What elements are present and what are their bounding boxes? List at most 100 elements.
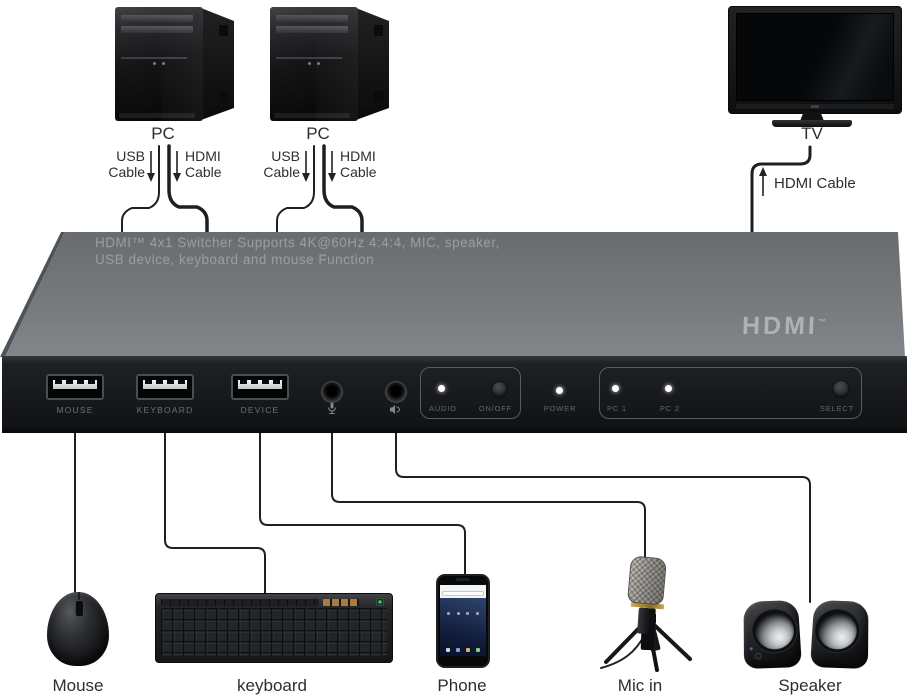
pc2-usb-cable-label: USB Cable: [245, 148, 300, 180]
usb-pin: [66, 380, 73, 384]
app-icon: [466, 647, 470, 652]
pc2-side-panel: [356, 8, 389, 120]
arrowhead-tv-hdmi: [759, 167, 767, 176]
cable-pc2-hdmi: [322, 144, 364, 240]
phone-device: [436, 574, 490, 668]
usb-tongue: [238, 380, 282, 389]
select-button[interactable]: [832, 380, 850, 398]
audio-led: [438, 385, 445, 392]
usb-cable-label-line2: Cable: [108, 164, 145, 180]
keyboard-power-led: [376, 598, 384, 606]
pc1-label: PC: [151, 124, 175, 143]
phone-searchbar: [442, 591, 484, 596]
microphone-device: [593, 555, 708, 673]
tv-screen: [736, 13, 894, 101]
usb-pin: [156, 380, 163, 384]
app-icon: [456, 647, 460, 652]
phone-dock: [443, 646, 483, 653]
keyboard-media-keys: [323, 599, 359, 606]
audio-group: AUDIO ON/OFF: [420, 367, 521, 419]
mouse-label: Mouse: [52, 676, 104, 695]
speaker-volume-knob: [754, 652, 762, 660]
hdmi-logo-text: HDMI: [741, 312, 819, 340]
tv-stand-base: [772, 120, 852, 127]
cable-pc1-hdmi: [167, 144, 209, 240]
app-icon: [446, 647, 450, 652]
arrowhead-pc2-usb: [302, 173, 310, 182]
device-port-label: DEVICE: [240, 405, 280, 415]
pc1-hdmi-cable-label: HDMI Cable: [185, 148, 245, 180]
keyboard-function-row: [161, 599, 319, 606]
print-line1: HDMI™ 4x1 Switcher Supports 4K@60Hz 4:4:…: [95, 235, 500, 250]
vent: [219, 91, 228, 102]
usb-pin: [240, 380, 247, 384]
tv-hdmi-cable-label: HDMI Cable: [774, 175, 856, 192]
phone-label: Phone: [437, 676, 487, 695]
app-icon: [475, 611, 479, 615]
drive-bay: [276, 26, 348, 33]
pc-select-group: PC 1 PC 2 SELECT: [599, 367, 862, 419]
vent: [219, 25, 228, 36]
power-label: POWER: [543, 404, 577, 413]
usb-pin: [178, 380, 185, 384]
pc1-led: [612, 385, 619, 392]
usb-port-keyboard[interactable]: [136, 374, 194, 400]
usb-port-mouse[interactable]: [46, 374, 104, 400]
speaker-right: [810, 600, 869, 670]
usb-cable-label-line1: USB: [116, 148, 145, 164]
audio-onoff-button[interactable]: [491, 381, 508, 398]
hdmi-cable-label-line1: HDMI: [185, 148, 221, 164]
speaker-driver: [817, 611, 858, 651]
phone-statusbar: [440, 585, 486, 598]
usb-tongue: [53, 380, 97, 389]
cable-speaker: [395, 419, 811, 603]
power-led: [153, 62, 156, 65]
vent: [374, 25, 383, 36]
usb-pin: [88, 380, 95, 384]
pc2-label: PC: [306, 124, 330, 143]
pc1-led-label: PC 1: [607, 404, 627, 413]
hdd-led: [317, 62, 320, 65]
mouse-scroll-wheel: [75, 600, 84, 617]
speaker-jack[interactable]: [385, 381, 407, 403]
speaker-driver: [754, 611, 795, 651]
switcher-print-text: HDMI™ 4x1 Switcher Supports 4K@60Hz 4:4:…: [95, 234, 500, 268]
mic-jack[interactable]: [321, 381, 343, 403]
usb-pin: [262, 380, 269, 384]
audio-onoff-label: ON/OFF: [478, 404, 512, 413]
speaker-led: [749, 647, 753, 651]
mic-handle: [637, 607, 656, 635]
keyboard-device: [155, 593, 393, 663]
mic-capsule: [627, 555, 667, 606]
cable-pc1-usb: [121, 145, 160, 239]
usb-pin: [145, 380, 152, 384]
hdmi-cable-label-line2: Cable: [185, 164, 222, 180]
cable-pc2-usb: [276, 145, 315, 239]
power-led: [308, 62, 311, 65]
usb-pins: [240, 380, 280, 384]
cable-phone: [259, 419, 466, 579]
app-icon: [476, 647, 480, 652]
hdmi-logo-tm: ™: [817, 317, 827, 327]
pc2-front-panel: [270, 7, 358, 121]
usb-cable-label-line2: Cable: [263, 164, 300, 180]
usb-pin: [251, 380, 258, 384]
usb-pin: [167, 380, 174, 384]
usb-pin: [77, 380, 84, 384]
pc2-led-label: PC 2: [660, 404, 680, 413]
cable-mic: [331, 419, 646, 563]
keyboard-label: keyboard: [237, 676, 307, 695]
arrowhead-pc2-hdmi: [328, 173, 336, 182]
print-line2: USB device, keyboard and mouse Function: [95, 252, 375, 267]
cable-tv-hdmi: [750, 145, 812, 240]
hdmi-logo: HDMI™: [741, 312, 827, 340]
speakers-device: [743, 594, 870, 670]
mouse-button-split: [78, 592, 80, 601]
usb-port-device[interactable]: [231, 374, 289, 400]
arrowhead-pc1-usb: [147, 173, 155, 182]
tv-label: TV: [801, 124, 823, 143]
mouse-port-label: MOUSE: [56, 405, 94, 415]
hdd-led: [162, 62, 165, 65]
